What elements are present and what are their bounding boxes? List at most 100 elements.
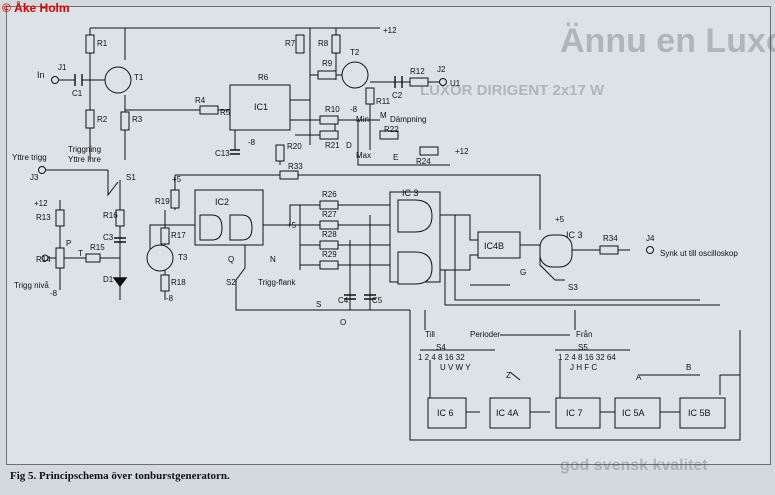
s4-taps: 1 2 4 8 16 32 bbox=[418, 353, 465, 362]
r33-label: R33 bbox=[288, 162, 303, 171]
r20-label: R20 bbox=[287, 142, 302, 151]
t3-label: T3 bbox=[178, 253, 188, 262]
ic5a-block bbox=[614, 397, 661, 429]
b-label: B bbox=[686, 363, 691, 372]
capacitors bbox=[74, 74, 403, 300]
ic3b-label: IC 3 bbox=[566, 230, 583, 240]
c3-capacitor bbox=[114, 237, 126, 243]
minus8-t3-label: -8 bbox=[166, 294, 174, 303]
plus12-left-label: +12 bbox=[34, 199, 48, 208]
t1-transistor bbox=[104, 66, 132, 94]
ic7-block bbox=[555, 397, 601, 429]
r22-potentiometer bbox=[379, 130, 399, 140]
background-advert: Ännu en Luxor-nyhet LUXOR DIRIGENT 2x17 … bbox=[420, 22, 775, 474]
r10-resistor bbox=[319, 115, 339, 125]
ic5b-block bbox=[679, 397, 726, 429]
r4-resistor bbox=[199, 105, 219, 115]
c2-label: C2 bbox=[392, 91, 403, 100]
yttre-inre-label: Yttre Inre bbox=[68, 155, 101, 164]
r15-label: R15 bbox=[90, 243, 105, 252]
q-label: Q bbox=[228, 255, 234, 264]
ic5b-label: IC 5B bbox=[688, 408, 711, 418]
s5-taps: 1 2 4 8 16 32 64 bbox=[558, 353, 616, 362]
ic1-label: IC1 bbox=[254, 102, 268, 112]
j3-label: J3 bbox=[30, 173, 39, 182]
r7-resistor bbox=[295, 34, 305, 54]
ic6-block bbox=[427, 397, 467, 429]
j4-label: J4 bbox=[646, 234, 655, 243]
r29-resistor bbox=[319, 260, 339, 270]
r29-label: R29 bbox=[322, 250, 337, 259]
c1-label: C1 bbox=[72, 89, 83, 98]
trigg-flank-label: Trigg-flank bbox=[258, 278, 296, 287]
r21-resistor bbox=[319, 130, 339, 140]
r21-label: R21 bbox=[325, 141, 340, 150]
r22-label: R22 bbox=[384, 125, 399, 134]
r3-label: R3 bbox=[132, 115, 143, 124]
s5-label: S5 bbox=[578, 343, 588, 352]
r13-resistor bbox=[55, 209, 65, 227]
r14-potentiometer bbox=[55, 247, 65, 269]
r3-resistor bbox=[120, 111, 130, 131]
figure-caption: Fig 5. Principschema över tonburstgenera… bbox=[10, 470, 230, 482]
c5-label: C5 bbox=[372, 296, 383, 305]
r28-resistor bbox=[319, 240, 339, 250]
ic1-minus8: -8 bbox=[248, 138, 256, 147]
r19-label: R19 bbox=[155, 197, 170, 206]
d1-label: D1 bbox=[103, 275, 114, 284]
c2-capacitor bbox=[394, 76, 403, 88]
r15-resistor bbox=[85, 253, 101, 263]
ic3-label: IC 3 bbox=[402, 188, 419, 198]
u1-label: U1 bbox=[450, 79, 461, 88]
c4-label: C4 bbox=[338, 296, 349, 305]
s5-letters: J H F C bbox=[570, 363, 597, 372]
plus5-left-label: +5 bbox=[172, 175, 182, 184]
g-label: G bbox=[520, 268, 526, 277]
t3-transistor bbox=[146, 244, 174, 272]
triggning-label: Triggning bbox=[68, 145, 101, 154]
d1-diode bbox=[112, 277, 128, 288]
s-label: S bbox=[316, 300, 321, 309]
r9-label: R9 bbox=[322, 59, 333, 68]
s4-letters: U V W Y bbox=[440, 363, 471, 372]
ic3-gate-c bbox=[539, 234, 573, 268]
ghost-foot: god svensk kvalitet bbox=[560, 457, 708, 474]
c13-capacitor bbox=[230, 149, 240, 155]
till-label: Till bbox=[425, 330, 435, 339]
r18-label: R18 bbox=[171, 278, 186, 287]
z-label: Z bbox=[506, 371, 511, 380]
t2-transistor bbox=[341, 61, 369, 89]
ghost-sub: LUXOR DIRIGENT 2x17 W bbox=[420, 82, 605, 99]
r12-resistor bbox=[409, 77, 429, 87]
min-label: Min bbox=[356, 115, 369, 124]
c1-capacitor bbox=[74, 74, 83, 86]
ic3-gate-b bbox=[397, 251, 433, 285]
r12-label: R12 bbox=[410, 67, 425, 76]
n-label: N bbox=[270, 255, 276, 264]
r27-label: R27 bbox=[322, 210, 337, 219]
r13-label: R13 bbox=[36, 213, 51, 222]
yttre-trigg-label: Yttre trigg bbox=[12, 153, 47, 162]
plus12-e-label: +12 bbox=[455, 147, 469, 156]
minus8-label: -8 bbox=[350, 105, 358, 114]
plus5-right-label: +5 bbox=[555, 215, 565, 224]
ic3-gate-a bbox=[397, 199, 433, 233]
r7-label: R7 bbox=[285, 39, 296, 48]
fran-label: Från bbox=[576, 330, 592, 339]
r14-label: R14 bbox=[36, 255, 51, 264]
r16-resistor bbox=[115, 209, 125, 227]
ic2-label: IC2 bbox=[215, 197, 229, 207]
j2-label: J2 bbox=[437, 65, 446, 74]
ic5a-label: IC 5A bbox=[622, 408, 645, 418]
c4-capacitor bbox=[344, 294, 356, 300]
r9-resistor bbox=[317, 70, 337, 80]
dampning-label: Dämpning bbox=[390, 115, 426, 124]
r1-resistor bbox=[85, 34, 95, 54]
r17-resistor bbox=[160, 227, 170, 245]
r2-label: R2 bbox=[97, 115, 108, 124]
r8-resistor bbox=[331, 34, 341, 54]
r11-label: R11 bbox=[376, 97, 391, 106]
r34-resistor bbox=[599, 245, 619, 255]
ic4a-label: IC 4A bbox=[496, 408, 519, 418]
